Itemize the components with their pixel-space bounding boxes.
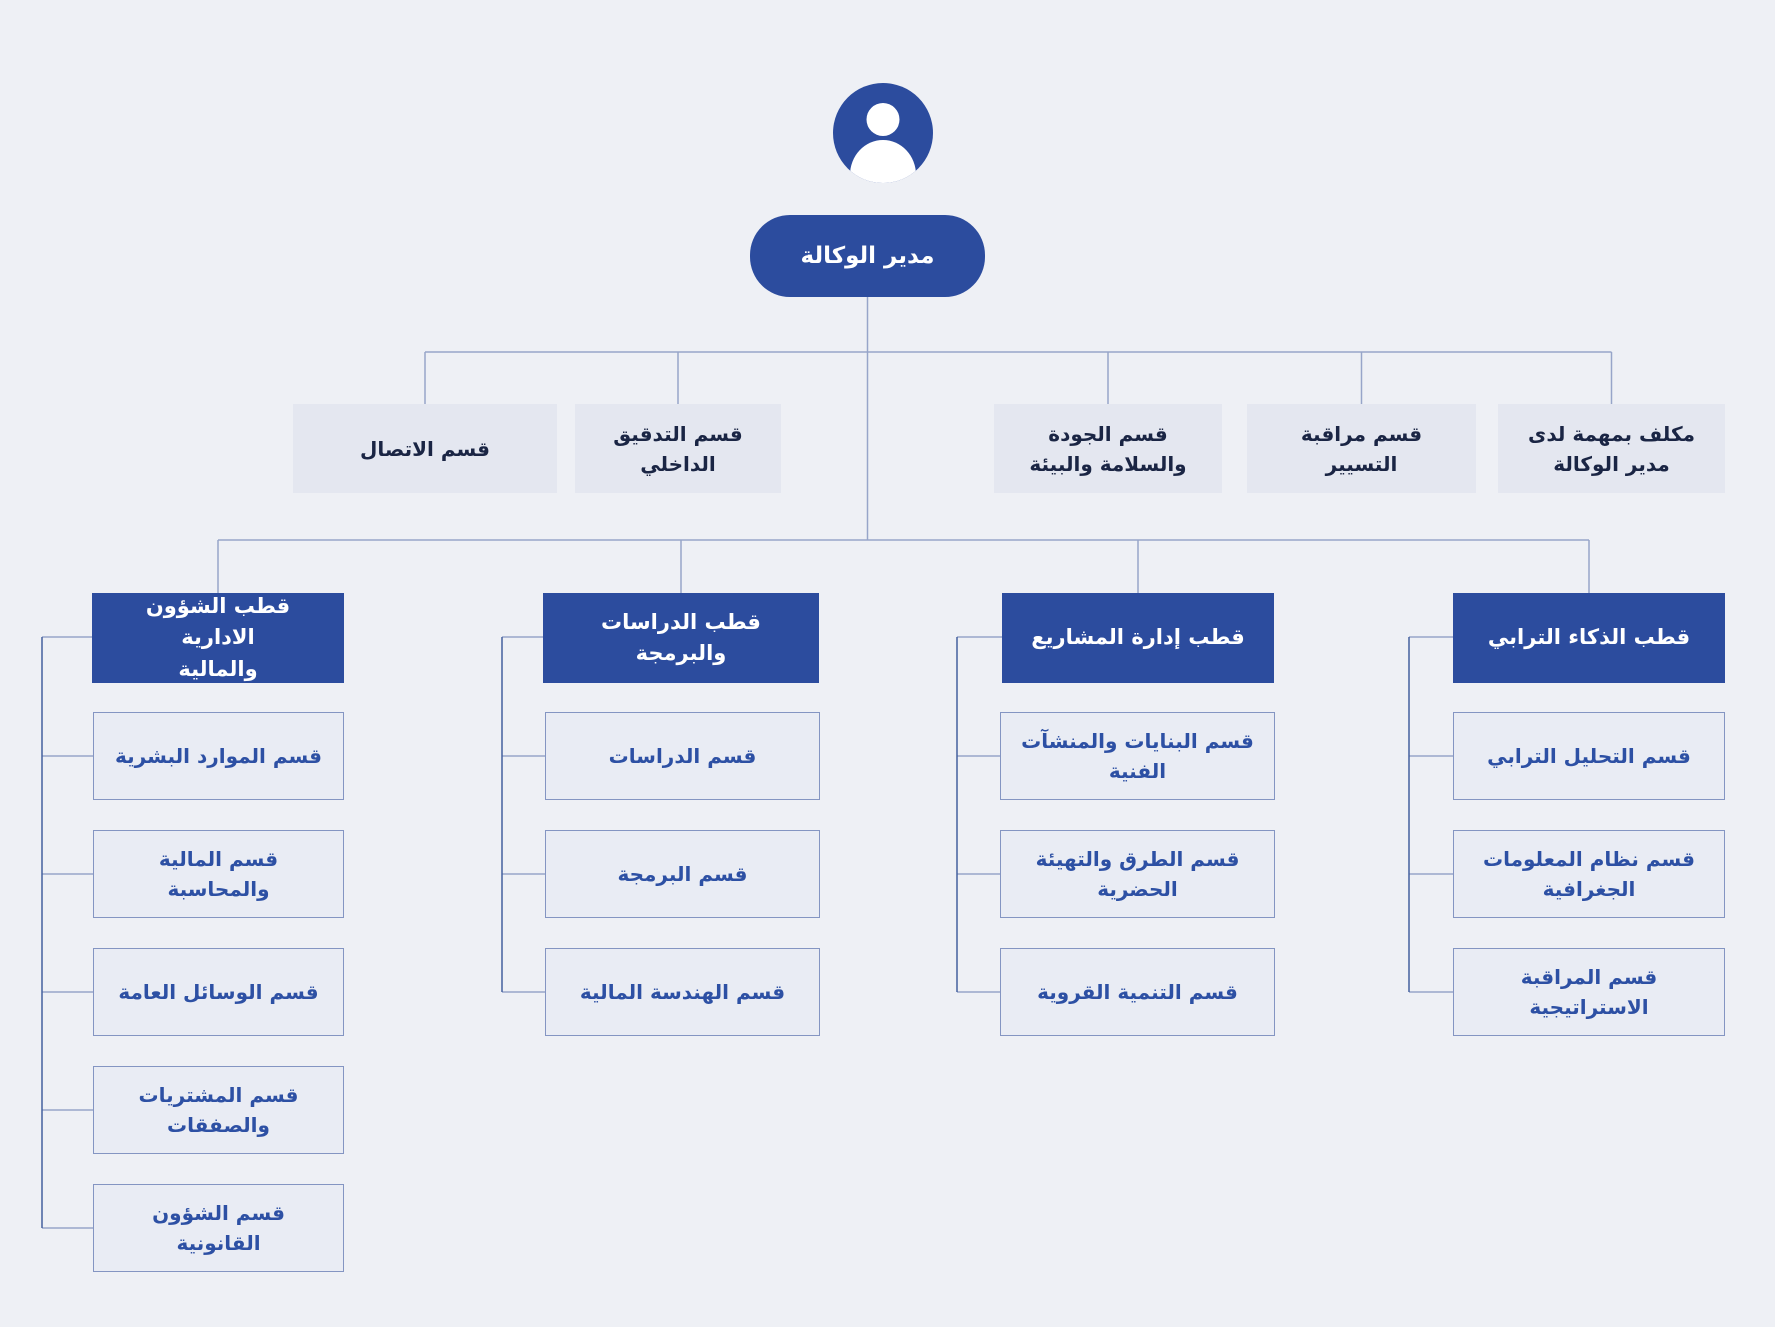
- root-node-director: مدير الوكالة: [750, 215, 985, 297]
- director-avatar: [833, 83, 933, 183]
- person-icon: [833, 83, 933, 183]
- dept-node-studies: قسم الدراسات: [545, 712, 820, 800]
- pole-project-management: قطب إدارة المشاريع: [1002, 593, 1274, 683]
- dept-node-roads-urban-development: قسم الطرق والتهيئة الحضرية: [1000, 830, 1275, 918]
- dept-node-management-control: قسم مراقبة التسيير: [1247, 404, 1476, 493]
- dept-node-territorial-analysis: قسم التحليل الترابي: [1453, 712, 1725, 800]
- dept-node-strategic-monitoring: قسم المراقبة الاستراتيجية: [1453, 948, 1725, 1036]
- node-mission-officer: مكلف بمهمة لدى مدير الوكالة: [1498, 404, 1725, 493]
- dept-node-human-resources: قسم الموارد البشرية: [93, 712, 344, 800]
- dept-node-internal-audit: قسم التدقيق الداخلي: [575, 404, 781, 493]
- pole-territorial-intelligence: قطب الذكاء الترابي: [1453, 593, 1725, 683]
- pole-studies-programming: قطب الدراسات والبرمجة: [543, 593, 819, 683]
- dept-node-quality-safety-environment: قسم الجودة والسلامة والبيئة: [994, 404, 1222, 493]
- dept-node-programming: قسم البرمجة: [545, 830, 820, 918]
- pole-admin-financial-affairs: قطب الشؤون الادارية والمالية: [92, 593, 344, 683]
- dept-node-financial-engineering: قسم الهندسة المالية: [545, 948, 820, 1036]
- dept-node-geographic-information-system: قسم نظام المعلومات الجغرافية: [1453, 830, 1725, 918]
- dept-node-general-means: قسم الوسائل العامة: [93, 948, 344, 1036]
- stub-lines: [42, 636, 1453, 1229]
- dept-node-buildings-technical-structures: قسم البنايات والمنشآت الفنية: [1000, 712, 1275, 800]
- dept-node-communication: قسم الاتصال: [293, 404, 557, 493]
- dept-node-procurement-deals: قسم المشتريات والصفقات: [93, 1066, 344, 1154]
- spine-lines: [41, 637, 1410, 1228]
- dept-node-finance-accounting: قسم المالية والمحاسبة: [93, 830, 344, 918]
- rail-lines: [217, 297, 1613, 593]
- dept-node-rural-development: قسم التنمية القروية: [1000, 948, 1275, 1036]
- dept-node-legal-affairs: قسم الشؤون القانونية: [93, 1184, 344, 1272]
